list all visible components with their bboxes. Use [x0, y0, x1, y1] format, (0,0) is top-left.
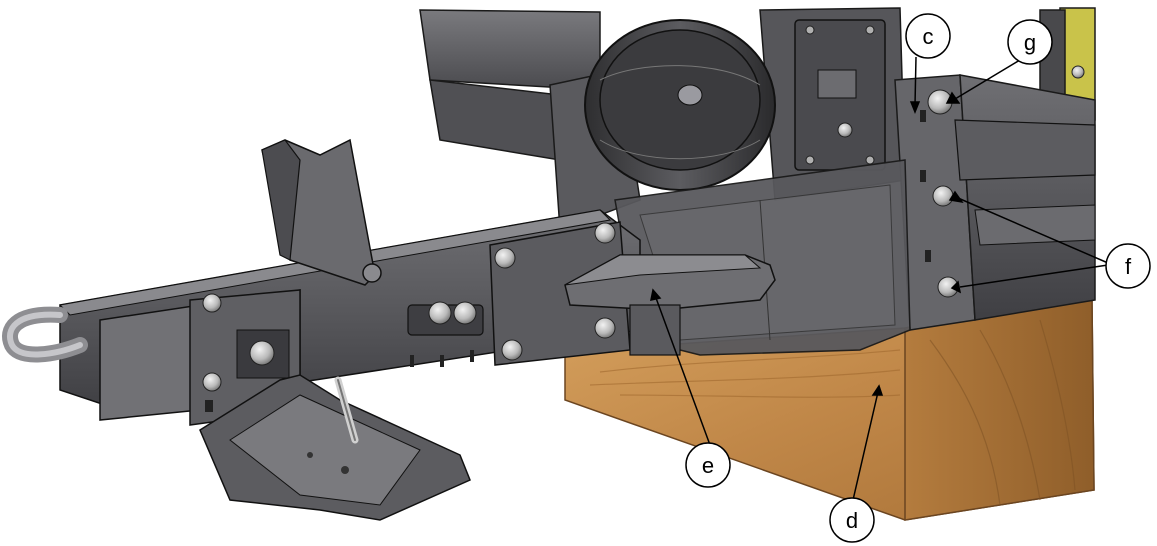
- callout-e: e: [685, 442, 731, 488]
- upright-bracket: [261, 138, 382, 286]
- vertical-post: [894, 74, 1096, 331]
- callout-g: g: [1007, 19, 1053, 65]
- bolts: [202, 65, 1085, 392]
- arrowhead-f2: [950, 280, 962, 294]
- fan-duct: [584, 19, 776, 191]
- leader-g: [954, 59, 1021, 100]
- leader-lines: [650, 56, 1109, 501]
- leader-f2: [959, 264, 1109, 288]
- lower-foot: [199, 374, 471, 521]
- callout-label-g: g: [1024, 30, 1036, 55]
- callout-f: f: [1105, 243, 1151, 289]
- arrowhead-g: [945, 91, 961, 104]
- arrowhead-c: [909, 101, 921, 115]
- handle-part: [564, 254, 776, 356]
- callout-label-d: d: [846, 508, 858, 533]
- callout-label-e: e: [702, 453, 714, 478]
- leader-d: [852, 391, 879, 501]
- callout-label-c: c: [923, 24, 934, 49]
- callout-label-f: f: [1125, 254, 1132, 279]
- arrowhead-e: [650, 288, 662, 301]
- arrowhead-d: [871, 384, 884, 396]
- callout-d: d: [829, 497, 875, 543]
- leader-c: [914, 56, 917, 106]
- leader-f1: [957, 197, 1109, 264]
- leader-e: [655, 297, 711, 446]
- arrowhead-f1: [948, 190, 964, 204]
- tow-eye: [2, 306, 88, 363]
- callout-c: c: [905, 13, 951, 59]
